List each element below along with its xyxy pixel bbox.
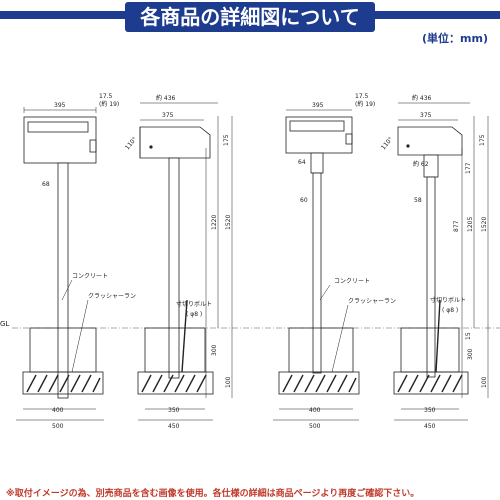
fig2-front-box-width: 395 [312, 102, 324, 109]
fig2-side-embed: 300 [467, 348, 474, 360]
mailbox-front [23, 116, 97, 164]
gravel-base [22, 371, 104, 395]
fig1-side-h2: 1520 [225, 215, 232, 230]
fig2-side-box-height: 175 [479, 134, 486, 146]
gravel-base-2 [278, 371, 360, 395]
fig2-side-gravel: 100 [481, 376, 488, 388]
fig1-side-embed: 300 [211, 344, 218, 356]
fig2-side-base-outer: 450 [424, 423, 436, 430]
fig2-side-base-inner: 350 [424, 407, 436, 414]
fig2-side-h1: 1205 [467, 217, 474, 232]
mailbox-side-2 [397, 126, 463, 156]
fig1-front-overhang: 17.5 [99, 93, 113, 100]
fig2-side-post-width: 58 [414, 197, 422, 204]
fig2-side-h-upper: 877 [453, 220, 460, 232]
figure-2-side [393, 102, 489, 421]
fig1-side-base-outer: 450 [168, 423, 180, 430]
gravel-base-side-2 [393, 371, 469, 395]
fig1-front-box-width: 395 [54, 102, 66, 109]
fig1-bolt-sub: ( φ8 ) [186, 311, 202, 318]
fig1-front-base-inner: 400 [52, 407, 64, 414]
fig2-side-box-depth: 375 [420, 112, 432, 119]
fig2-side-collar-width: 約 62 [413, 160, 429, 168]
post-side-2 [426, 176, 436, 378]
fig1-crusher-label: クラッシャーラン [88, 293, 136, 300]
fig2-side-gap: 15 [465, 332, 472, 340]
mailbox-front-2 [285, 116, 353, 154]
fig2-concrete-label: コンクリート [334, 278, 370, 285]
footnote: ※取付イメージの為、別売商品を含む画像を使用。各仕様の詳細は商品ページより再度ご… [6, 489, 420, 499]
fig2-crusher-label: クラッシャーラン [348, 298, 396, 305]
gravel-base-side [137, 371, 214, 395]
fig1-front-post-width: 68 [42, 181, 50, 188]
fig2-side-collar-height: 177 [465, 162, 472, 174]
fig1-side-gravel: 100 [225, 376, 232, 388]
fig2-side-h2: 1520 [481, 217, 488, 232]
fig1-side-total-depth: 約 436 [156, 94, 176, 102]
fig1-side-h1: 1220 [211, 215, 218, 230]
fig1-side-box-height: 175 [223, 134, 230, 146]
fig2-front-overhang: 17.5 [355, 93, 369, 100]
figure-1-front [16, 107, 104, 421]
fig2-front-base-outer: 500 [309, 423, 321, 430]
post-collar [310, 152, 324, 174]
post-side [168, 157, 180, 379]
fig2-bolt-label: 寸切りボルト [430, 296, 466, 304]
fig2-side-total-depth: 約 436 [412, 94, 432, 102]
fig2-front-post-width: 60 [300, 197, 308, 204]
fig2-side-angle: 110° [380, 136, 395, 152]
page-title: 各商品の詳細図について [125, 2, 375, 32]
fig1-front-base-outer: 500 [52, 423, 64, 430]
post-2 [312, 172, 322, 374]
unit-note: (単位：mm) [422, 32, 488, 45]
technical-drawing: GL 395 17.5 (約 19) 68 コンクリート クラッシャーラン 40… [0, 93, 500, 430]
fig1-side-box-depth: 375 [162, 112, 174, 119]
fig2-front-base-inner: 400 [309, 407, 321, 414]
fig1-front-overhang-sub: (約 19) [99, 100, 119, 108]
ground-label: GL [0, 320, 9, 328]
fig2-bolt-sub: ( φ8 ) [442, 307, 458, 314]
fig1-bolt-label: 寸切りボルト [176, 300, 212, 308]
mailbox-side [139, 126, 211, 159]
fig1-concrete-label: コンクリート [72, 273, 108, 280]
fig2-front-overhang-sub: (約 19) [355, 100, 375, 108]
figure-2-front [273, 109, 360, 421]
fig1-side-angle: 110° [124, 136, 139, 152]
fig1-side-base-inner: 350 [168, 407, 180, 414]
figure-1-side [137, 102, 233, 421]
fig2-front-collar-width: 64 [298, 159, 306, 166]
section-header: 各商品の詳細図について [0, 2, 500, 32]
post [57, 162, 69, 399]
